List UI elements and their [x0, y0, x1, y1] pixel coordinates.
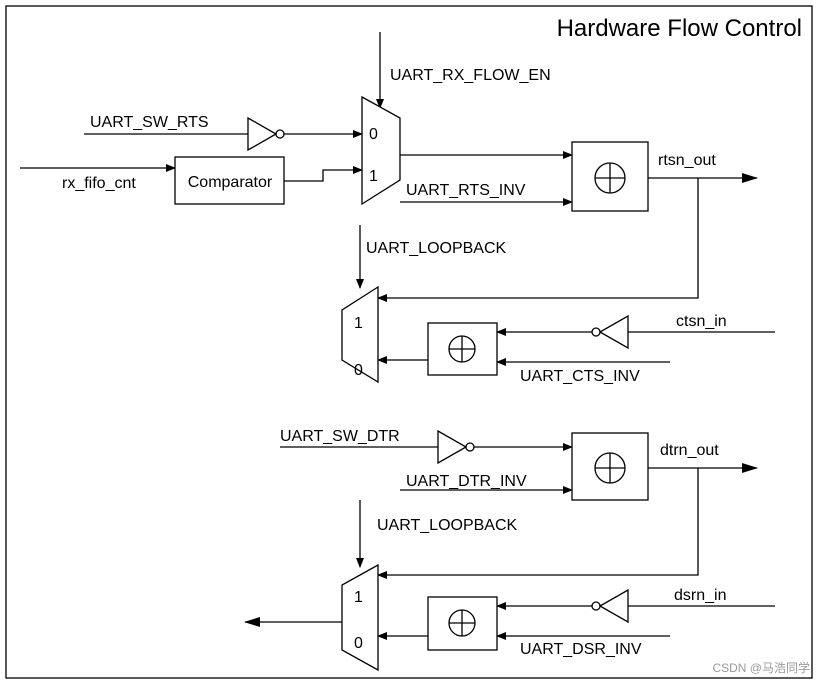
label-uart-sw-rts: UART_SW_RTS [90, 114, 209, 131]
comparator-block [174, 156, 285, 205]
mux3-port-0: 0 [354, 635, 363, 652]
comparator-to-mux1-wire [284, 166, 363, 182]
label-rtsn-out: rtsn_out [658, 152, 716, 169]
mux2-port-1: 1 [354, 315, 363, 332]
label-uart-cts-inv: UART_CTS_INV [520, 368, 640, 385]
inverter-sw-rts-icon [247, 116, 278, 152]
comparator-label: Comparator [188, 174, 273, 191]
label-uart-sw-dtr: UART_SW_DTR [280, 428, 400, 445]
mux-dsr-loopback [341, 563, 379, 672]
label-ctsn-in: ctsn_in [676, 313, 727, 330]
mux-cts-loopback [341, 285, 379, 384]
mux1-port-1: 1 [369, 168, 378, 185]
inverter-dtr-bubble-icon [465, 442, 475, 452]
rts-loopback-wire [377, 178, 699, 302]
label-rx-fifo-cnt: rx_fifo_cnt [62, 175, 136, 192]
label-uart-dsr-inv: UART_DSR_INV [520, 641, 642, 658]
inverter-dsrn-icon [598, 588, 629, 624]
label-uart-loopback-1: UART_LOOPBACK [366, 240, 507, 257]
inverter-ctsn-icon [598, 314, 629, 350]
inverter-sw-dtr-icon [437, 429, 468, 465]
label-uart-rts-inv: UART_RTS_INV [406, 182, 526, 199]
mux1-port-0: 0 [369, 126, 378, 143]
mux3-port-1: 1 [354, 589, 363, 606]
mux2-port-0: 0 [354, 362, 363, 379]
inverter-ctsn-bubble-icon [591, 327, 601, 337]
watermark: CSDN @马浩同学 [712, 660, 810, 675]
label-uart-dtr-inv: UART_DTR_INV [406, 473, 527, 490]
inverter-bubble-icon [275, 129, 285, 139]
label-dtrn-out: dtrn_out [660, 442, 719, 459]
mux-rts-select [361, 95, 401, 206]
inverter-dsrn-bubble-icon [591, 601, 601, 611]
label-dsrn-in: dsrn_in [674, 587, 726, 604]
label-uart-rx-flow-en: UART_RX_FLOW_EN [390, 67, 551, 84]
diagram-frame [5, 5, 813, 679]
diagram-title: Hardware Flow Control [557, 15, 802, 42]
dtr-loopback-wire [377, 468, 699, 579]
label-uart-loopback-2: UART_LOOPBACK [377, 517, 518, 534]
